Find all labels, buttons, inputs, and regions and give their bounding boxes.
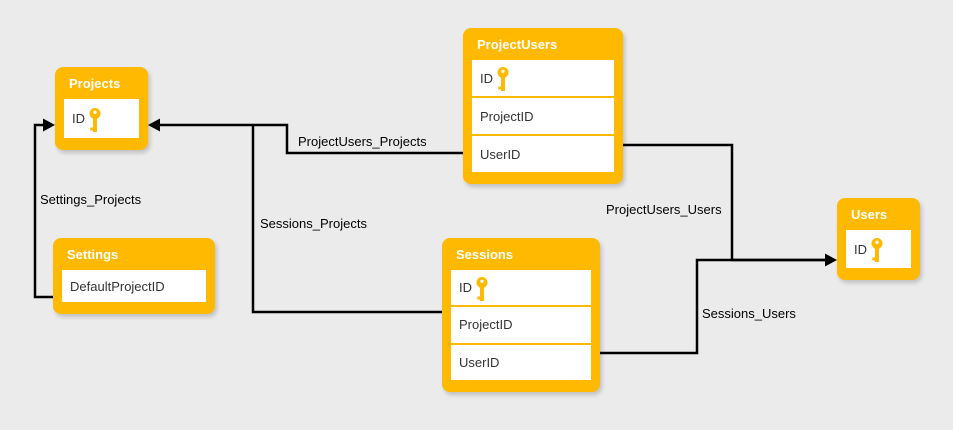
table-sessions-column-projectid[interactable]: ProjectID xyxy=(451,307,591,343)
relationship-line-settings-projects[interactable] xyxy=(33,118,55,299)
table-projects-column-id[interactable]: ID xyxy=(64,99,139,138)
column-label: DefaultProjectID xyxy=(70,278,165,294)
arrowhead-into-projects-left xyxy=(43,118,55,132)
table-projects-header[interactable]: Projects xyxy=(69,76,121,91)
arrowhead-into-projects-right xyxy=(148,118,160,132)
table-users-column-id[interactable]: ID xyxy=(846,230,911,268)
table-projectusers-rows: ID ProjectID UserID xyxy=(472,60,614,172)
primary-key-icon xyxy=(497,67,509,92)
column-label: UserID xyxy=(459,354,500,370)
column-label: ID xyxy=(72,111,85,126)
column-label: ID xyxy=(854,241,867,257)
table-sessions-column-userid[interactable]: UserID xyxy=(451,344,591,380)
relationship-label-sessions-users[interactable]: Sessions_Users xyxy=(702,306,796,321)
table-sessions-rows: ID ProjectID UserID xyxy=(451,270,591,380)
column-label: ProjectID xyxy=(480,108,534,124)
table-settings-header[interactable]: Settings xyxy=(67,247,119,262)
table-users-rows: ID xyxy=(846,230,911,268)
primary-key-icon xyxy=(89,107,101,133)
column-label: ID xyxy=(480,70,493,86)
column-label: ID xyxy=(459,280,472,296)
table-projects-rows: ID xyxy=(64,99,139,138)
column-label: UserID xyxy=(480,146,521,162)
table-projectusers-column-userid[interactable]: UserID xyxy=(472,136,614,172)
table-projectusers-column-projectid[interactable]: ProjectID xyxy=(472,98,614,134)
table-settings-column-defaultprojectid[interactable]: DefaultProjectID xyxy=(62,270,206,302)
relationship-line-sessions-users[interactable] xyxy=(600,258,826,355)
relationship-label-settings-projects[interactable]: Settings_Projects xyxy=(40,192,142,207)
table-settings[interactable]: Settings DefaultProjectID xyxy=(53,238,215,314)
table-settings-rows: DefaultProjectID xyxy=(62,270,206,302)
table-projectusers-column-id[interactable]: ID xyxy=(472,60,614,96)
primary-key-icon xyxy=(476,276,488,302)
table-projects[interactable]: Projects ID xyxy=(55,67,148,150)
table-users[interactable]: Users ID xyxy=(837,198,920,280)
relationship-label-projectusers-projects[interactable]: ProjectUsers_Projects xyxy=(298,134,427,149)
table-projectusers[interactable]: ProjectUsers ID ProjectID UserID xyxy=(463,28,623,184)
table-users-header[interactable]: Users xyxy=(851,207,888,222)
primary-key-icon xyxy=(871,238,883,263)
table-sessions[interactable]: Sessions ID ProjectID UserID xyxy=(442,238,600,392)
relationship-line-sessions-projects[interactable] xyxy=(251,126,442,314)
table-sessions-header[interactable]: Sessions xyxy=(456,247,514,262)
table-projectusers-header[interactable]: ProjectUsers xyxy=(477,37,558,52)
relationship-label-projectusers-users[interactable]: ProjectUsers_Users xyxy=(606,202,722,217)
relationship-line-projectusers-projects[interactable] xyxy=(148,118,463,155)
table-sessions-column-id[interactable]: ID xyxy=(451,270,591,306)
relationship-label-sessions-projects[interactable]: Sessions_Projects xyxy=(260,216,367,231)
arrowhead-into-users xyxy=(825,253,837,267)
column-label: ProjectID xyxy=(459,317,513,333)
